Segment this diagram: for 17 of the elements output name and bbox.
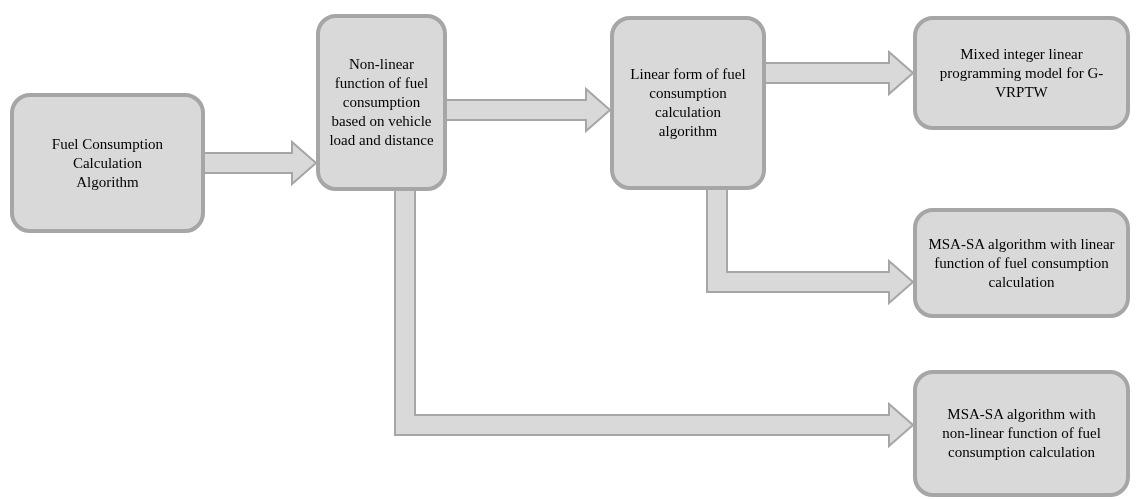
- process-box: [913, 16, 1130, 130]
- box-text: Non-linear function of fuel consumption based on vehicle load and distance: [328, 55, 435, 150]
- box-text: MSA-SA algorithm with linear function of fuel consumption calculation: [927, 234, 1116, 292]
- process-box: [913, 370, 1130, 497]
- box-text: Linear form of fuel consumption calculation algorithm: [629, 65, 747, 141]
- process-box: [913, 208, 1130, 318]
- process-box: [10, 93, 205, 233]
- box-text: MSA-SA algorithm with non-linear function of fuel consumption calculation: [941, 405, 1102, 462]
- block-arrow: [394, 188, 915, 449]
- process-box: [610, 16, 766, 190]
- process-box: [316, 14, 447, 191]
- block-arrow: [202, 139, 318, 187]
- block-arrow: [706, 187, 915, 306]
- block-arrow: [763, 49, 915, 97]
- box-text: Mixed integer linear programming model for G-VRPTW: [938, 44, 1105, 102]
- box-text: Fuel Consumption Calculation Algorithm: [50, 134, 165, 192]
- block-arrow: [444, 86, 612, 134]
